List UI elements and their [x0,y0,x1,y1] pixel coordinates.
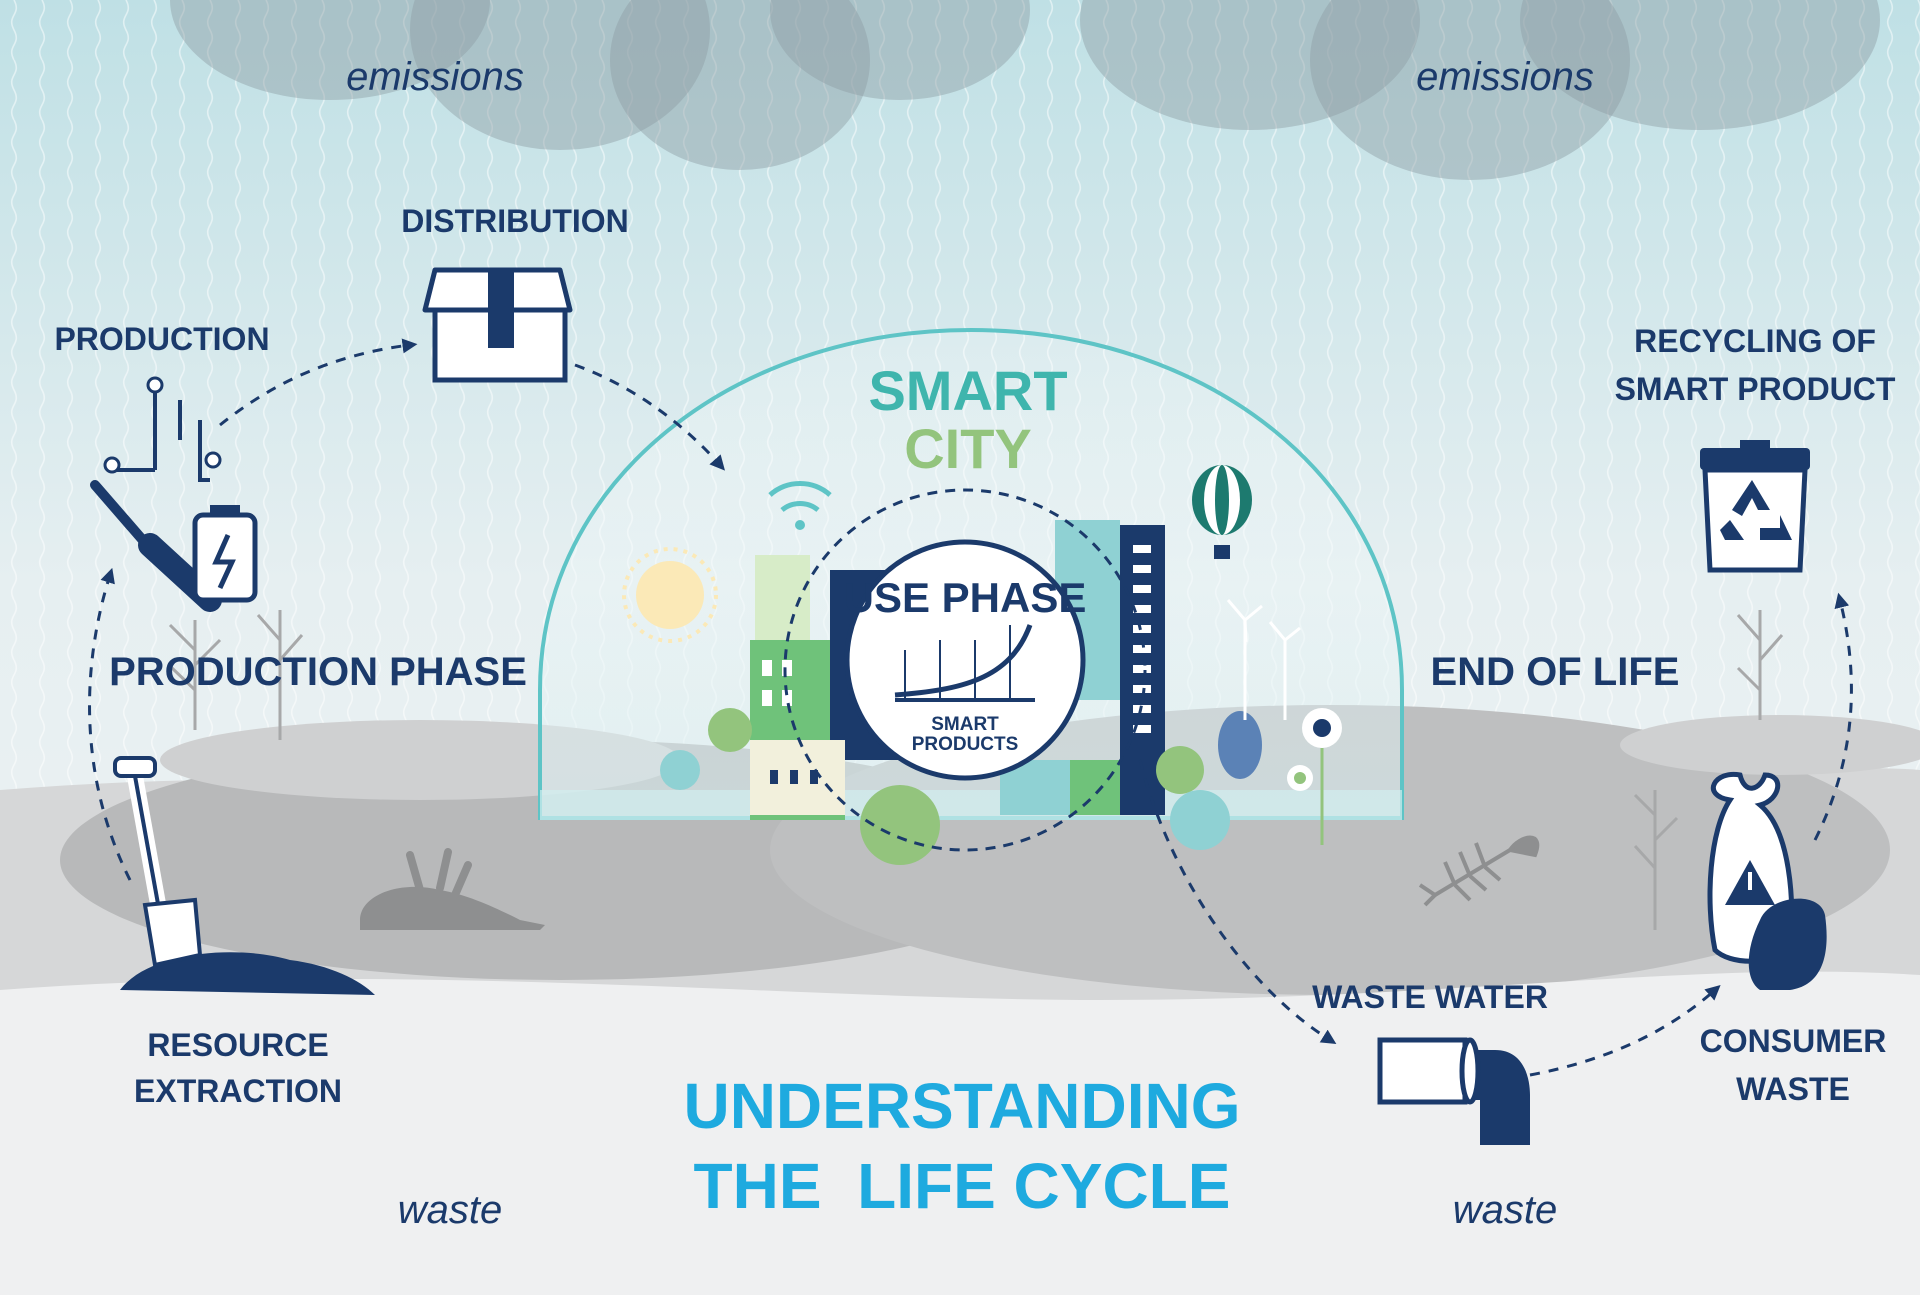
recycling-label-line1: RECYCLING OF [1634,323,1876,359]
title-line1: UNDERSTANDING [683,1070,1240,1142]
resource-extraction-line2: EXTRACTION [134,1073,342,1109]
smart-products-line2: PRODUCTS [912,734,1019,755]
consumer-waste-line1: CONSUMER [1700,1023,1887,1059]
emissions-label-left: emissions [346,55,524,99]
waste-label-left: waste [398,1188,503,1232]
recycling-label-line2: SMART PRODUCT [1615,371,1896,407]
title-line2: THE LIFE CYCLE [694,1150,1231,1222]
use-phase-label: USE PHASE [844,574,1087,621]
box-icon [425,270,570,380]
waste-label-right: waste [1453,1188,1558,1232]
consumer-waste-line2: WASTE [1736,1071,1850,1107]
recycling-bin-icon [1700,440,1810,570]
distribution-label: DISTRIBUTION [401,203,629,239]
end-of-life-label: END OF LIFE [1431,650,1680,694]
smart-label: SMART [868,359,1067,422]
production-phase-label: PRODUCTION PHASE [109,650,527,694]
emissions-label-right: emissions [1416,55,1594,99]
production-label: PRODUCTION [54,321,269,357]
city-label: CITY [904,417,1032,480]
resource-extraction-line1: RESOURCE [147,1027,328,1063]
waste-water-label: WASTE WATER [1312,979,1548,1015]
smart-products-line1: SMART [931,714,999,735]
